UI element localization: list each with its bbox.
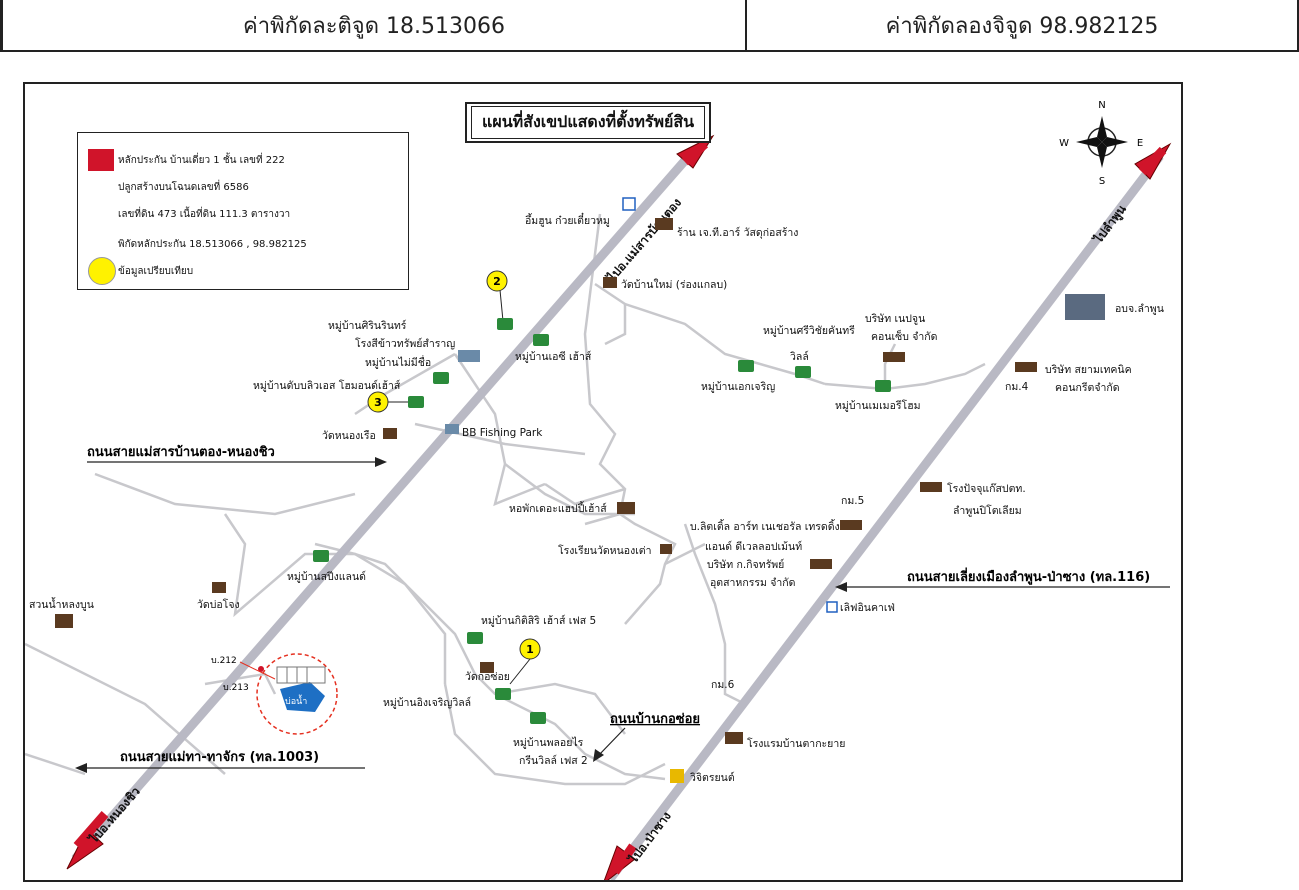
place-label: บริษัท สยามเทคนิค [1045,364,1132,376]
place-label: หมู่บ้านศรีวิชัยคันทรี [763,324,855,337]
callout-ban-kon-soi-road: ถนนบ้านกอซ่อย [593,711,700,762]
place-label: หมู่บ้านอิงเจริญวิลล์ [383,696,471,709]
latitude-label: ค่าพิกัดละติจูด 18.513066 [0,0,747,52]
place-label: ร้าน เจ.ที.อาร์ วัสดุก่อสร้าง [677,226,798,239]
marker-2-label: 2 [493,275,501,288]
place-label: กม.6 [711,679,735,691]
legend: หลักประกัน บ้านเดี่ยว 1 ชั้น เลขที่ 222 … [77,132,409,290]
place-label: หอพักเดอะแฮปปี้เฮ้าส์ [509,501,607,515]
place-label: ลำพูนปิโตเลียม [953,504,1022,517]
place-label: วัดกอซ่อย [465,671,510,683]
place-label: บริษัท เนปจูน [865,313,925,325]
place-label: โรงแรมบ้านตากะยาย [747,737,845,750]
legend-line-3: เลขที่ดิน 473 เนื้อที่ดิน 111.3 ตารางวา [118,209,291,220]
place-label: โรงปัจจุแก๊สปตท. [947,482,1026,495]
longitude-label: ค่าพิกัดลองจิจูด 98.982125 [747,0,1299,52]
compass-s: S [1099,176,1105,187]
government-building-icon [1065,294,1105,320]
place-label: เลิฟอินคาเฟ่ [840,602,895,614]
map-title: แผนที่สังเขปแสดงที่ตั้งทรัพย์สิน [471,106,706,139]
place-label: กม.4 [1005,381,1029,393]
place-label: คอนเซ็บ จำกัด [871,329,937,343]
map-canvas: N S E W ไปอ.แม่สารบ้านตอง ไปลำพูน ไปอ.หน… [25,100,1172,880]
marker-1-label: 1 [526,643,534,656]
callout-mae-tha-road: ถนนสายแม่ทา-ทาจักร (ทล.1003) [75,750,365,773]
place-label: อุตสาหกรรม จำกัด [710,577,795,589]
place-label: โรงสีข้าวทรัพย์สำราญ [355,337,455,350]
comparison-marker-icon [88,257,116,285]
callout-mae-sa-text: ถนนสายแม่สารบ้านตอง-หนองชิว [87,444,275,460]
place-label: หมู่บ้านดับบลิวเอส โฮมอนด์เฮ้าส์ [253,379,401,392]
place-label: สวนน้ำหลงบูน [29,597,94,611]
place-b213: บ.213 [223,683,249,693]
rice-mill-icon [458,350,480,362]
collateral-marker-icon [88,149,114,171]
place-label: วัดบ้านใหม่ (ร่องแกลบ) [621,278,727,291]
callout-bypass-road: ถนนสายเลี่ยงเมืองลำพูน-ป่าซาง (ทล.116) [835,567,1170,592]
coordinate-bar: ค่าพิกัดละติจูด 18.513066 ค่าพิกัดลองจิจ… [0,0,1299,52]
place-label: หมู่บ้านสปีงแลนด์ [287,570,366,583]
place-label: หมู่บ้านเมเมอรีโฮม [835,399,921,412]
legend-line-5: ข้อมูลเปรียบเทียบ [118,266,194,277]
compass-rose-icon: N S E W [1059,100,1143,187]
marker-3-label: 3 [374,396,382,409]
place-label: หมู่บ้านศิรินรินทร์ [328,319,407,332]
place-label: วิลล์ [790,350,809,363]
road-label-pa-sang: ไปอ.ป่าซาง [624,808,674,867]
legend-line-4: พิกัดหลักประกัน 18.513066 , 98.982125 [118,239,307,250]
legend-line-2: ปลูกสร้างบนโฉนดเลขที่ 6586 [118,182,249,193]
place-pond: บ่อน้ำ [285,694,307,707]
place-label: วัดหนองเรือ [322,429,376,442]
place-label: BB Fishing Park [462,427,543,439]
place-label: โรงเรียนวัดหนองเต่า [558,544,652,557]
place-label: บริษัท ก.กิจทรัพย์ [707,558,784,571]
callout-mae-sa-road: ถนนสายแม่สารบ้านตอง-หนองชิว [87,444,387,467]
place-label: กรีนวิลล์ เฟส 2 [519,754,588,767]
place-b212: บ.212 [211,656,237,666]
garage-icon [670,769,684,783]
place-label: บ.ลิตเติ้ล อาร์ท เนเชอรัล เทรดดิ้ง [690,519,840,533]
map-title-box: แผนที่สังเขปแสดงที่ตั้งทรัพย์สิน [465,102,712,143]
comparison-marker-1: 1 [509,638,541,685]
map-frame: N S E W ไปอ.แม่สารบ้านตอง ไปลำพูน ไปอ.หน… [23,82,1183,882]
callout-mae-tha-text: ถนนสายแม่ทา-ทาจักร (ทล.1003) [120,750,319,765]
main-road-mae-sa [66,134,715,870]
cafe-icon [826,601,838,613]
place-label: วัดบ่อโจง [197,598,240,611]
village-icons [313,318,891,724]
fishing-park-icon [445,424,459,434]
comparison-marker-3: 3 [367,391,415,413]
local-roads [25,213,986,786]
callout-ban-kon-soi-text: ถนนบ้านกอซ่อย [610,711,700,727]
comparison-marker-2: 2 [486,270,508,322]
compass-w: W [1059,138,1069,149]
property-site: บ่อน้ำ บ.212 บ.213 [211,653,338,735]
place-label: แอนด์ ดีเวลลอปเม้นท์ [705,540,802,553]
building-icons [55,218,1037,744]
road-label-nong-chio: ไปอ.หนองชิว [85,783,143,847]
place-label: วิจิตรยนต์ [690,771,735,784]
restaurant-icon [622,197,636,211]
compass-e: E [1137,138,1143,149]
legend-line-1: หลักประกัน บ้านเดี่ยว 1 ชั้น เลขที่ 222 [118,155,285,166]
place-label: หมู่บ้านไม่มีชื่อ [365,355,431,369]
main-road-bypass [603,142,1172,880]
place-label: อึ้มฮูน ก๋วยเตี๋ยวหมู [525,212,610,227]
place-label: หมู่บ้านพลอยไร [513,736,584,749]
road-label-lamphun: ไปลำพูน [1089,201,1130,248]
compass-n: N [1098,100,1105,111]
place-label: หมู่บ้านกิติสิริ เฮ้าส์ เฟส 5 [481,614,596,627]
place-label: กม.5 [841,495,864,507]
place-label: อบจ.ลำพูน [1115,303,1164,315]
school-icon [660,544,672,554]
callout-bypass-text: ถนนสายเลี่ยงเมืองลำพูน-ป่าซาง (ทล.116) [907,567,1150,585]
place-label: หมู่บ้านเอซี เฮ้าส์ [515,350,592,363]
place-label: หมู่บ้านเอกเจริญ [701,381,775,393]
place-label: คอนกรีตจำกัด [1055,381,1120,394]
